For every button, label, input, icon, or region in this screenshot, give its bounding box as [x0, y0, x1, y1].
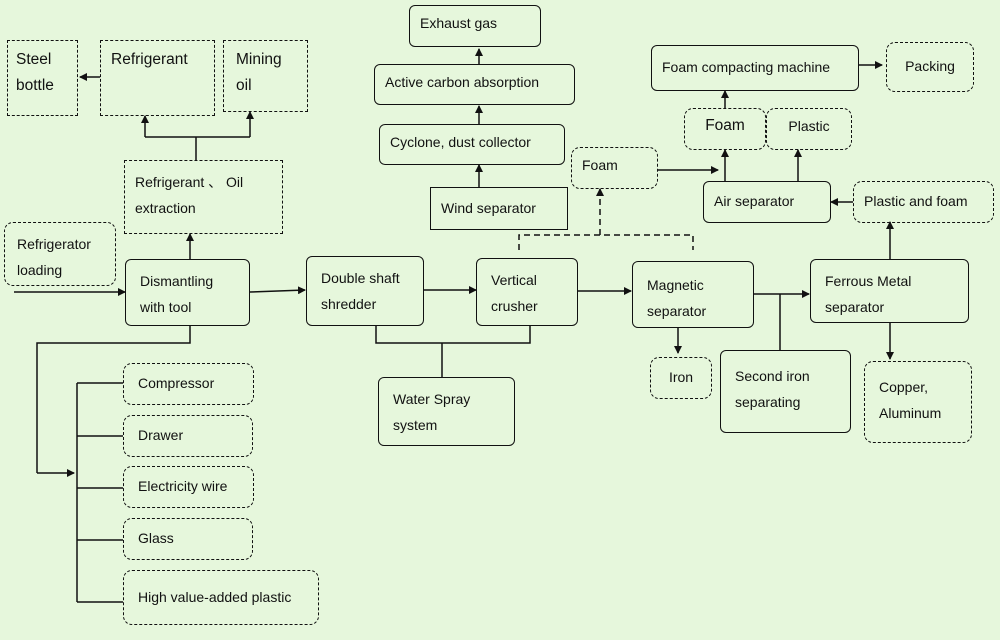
node-steel-bottle: Steel bottle [7, 40, 78, 116]
node-glass: Glass [123, 518, 253, 560]
arrow-dismantling-to-shredder [249, 286, 306, 295]
node-foam-right: Foam [684, 108, 766, 150]
node-foam-compacting-machine: Foam compacting machine [651, 45, 859, 91]
node-dismantling-with-tool: Dismantling with tool [125, 259, 250, 326]
node-ferrous-metal-separator: Ferrous Metal separator [810, 259, 969, 323]
node-active-carbon-absorption: Active carbon absorption [374, 64, 575, 105]
node-compressor: Compressor [123, 363, 254, 405]
node-drawer: Drawer [123, 415, 253, 457]
node-refrigerant-oil-extraction: Refrigerant 、 Oil extraction [124, 160, 283, 234]
node-vertical-crusher: Vertical crusher [476, 258, 578, 326]
node-second-iron-separating: Second iron separating [720, 350, 851, 433]
node-electricity-wire: Electricity wire [123, 466, 254, 508]
node-magnetic-separator: Magnetic separator [632, 261, 754, 328]
node-double-shaft-shredder: Double shaft shredder [306, 256, 424, 326]
node-foam-mid: Foam [571, 147, 658, 189]
edge-crusher-dashed [518, 234, 694, 250]
node-plastic-and-foam: Plastic and foam [853, 181, 994, 223]
node-plastic: Plastic [766, 108, 852, 150]
node-exhaust-gas: Exhaust gas [409, 5, 541, 47]
node-air-separator: Air separator [703, 181, 831, 223]
node-wind-separator: Wind separator [430, 187, 568, 230]
node-mining-oil: Mining oil [223, 40, 308, 112]
node-high-value-added-plastic: High value-added plastic [123, 570, 319, 625]
node-refrigerant: Refrigerant [100, 40, 215, 116]
node-copper-aluminum: Copper, Aluminum [864, 361, 972, 443]
node-refrigerator-loading: Refrigerator loading [4, 222, 116, 286]
edge-water-spray [375, 326, 531, 344]
node-cyclone-dust-collector: Cyclone, dust collector [379, 124, 565, 165]
edge-dismantling-down [36, 326, 191, 473]
node-water-spray-system: Water Spray system [378, 377, 515, 446]
node-packing: Packing [886, 42, 974, 92]
node-iron: Iron [650, 357, 712, 399]
